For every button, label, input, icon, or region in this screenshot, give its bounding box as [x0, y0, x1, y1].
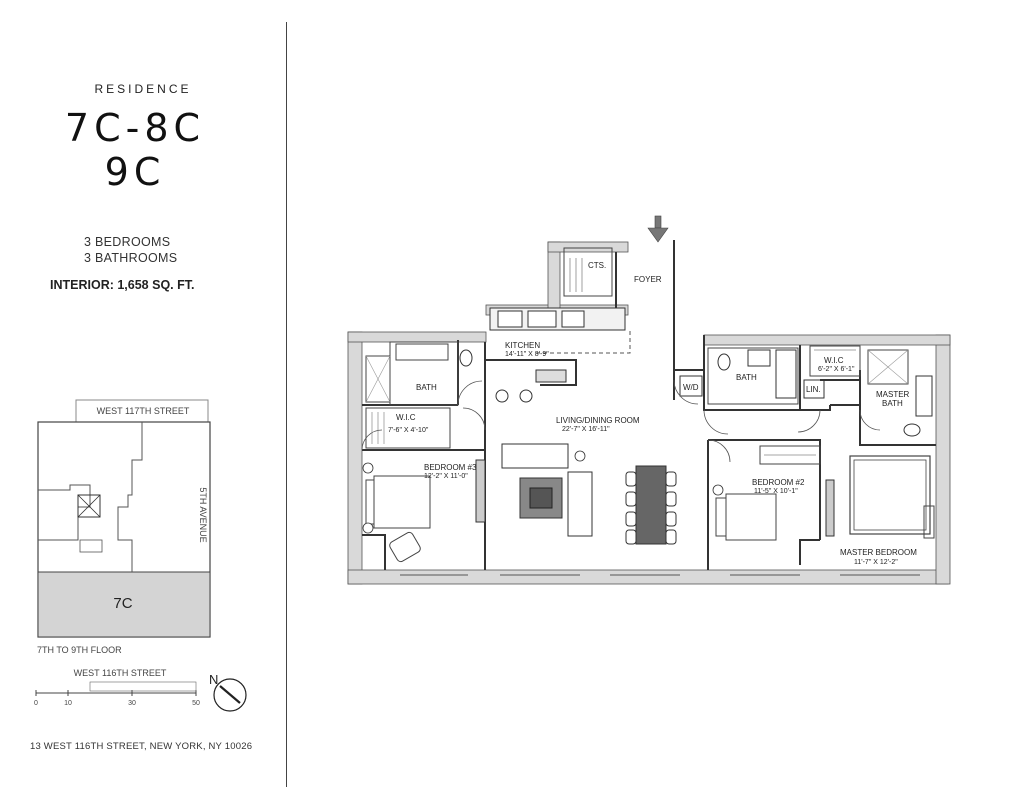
room-label-linen: LIN. [806, 385, 821, 394]
key-plan-core-wall [38, 484, 91, 541]
key-plan-east-avenue: 5TH AVENUE [198, 487, 208, 542]
scale-tick-30: 30 [128, 700, 136, 707]
room-label-master-bath-1: MASTER [876, 390, 910, 399]
bath-1-toilet [459, 349, 473, 367]
bath-1-shower [365, 355, 391, 403]
interior-area: INTERIOR: 1,658 SQ. FT. [50, 278, 195, 292]
key-plan-unit-highlight [37, 571, 211, 638]
room-label-bedroom-3: BEDROOM #3 [424, 463, 477, 472]
bath-2-tub [775, 349, 797, 399]
bedroom-3-bed [373, 475, 431, 529]
master-bath-vanity [915, 375, 933, 417]
bathrooms-count: 3 BATHROOMS [84, 251, 178, 265]
interior-walls [362, 240, 936, 570]
key-plan: WEST 117TH STREET 7C 5TH AVENUE 7TH TO 9… [34, 399, 247, 712]
room-label-master-bedroom: MASTER BEDROOM [840, 548, 917, 557]
bedroom-2-window-closet [825, 479, 835, 537]
master-bath-toilet [903, 423, 921, 437]
scale-tick-50: 50 [192, 700, 200, 707]
living-lamp-icon [574, 450, 586, 462]
residence-label: RESIDENCE [94, 82, 192, 96]
linen-closet [803, 379, 825, 399]
wic-1-area [365, 407, 451, 449]
bedroom-3-closet [475, 459, 486, 523]
closet-hangers [569, 258, 583, 292]
bedroom-3-lamp-2-icon [362, 522, 374, 534]
building-address: 13 WEST 116TH STREET, NEW YORK, NY 10026 [30, 741, 253, 752]
bedroom-3-lamp-icon [362, 462, 374, 474]
key-plan-north-street: WEST 117TH STREET [97, 406, 190, 416]
key-plan-core-wall-2 [117, 422, 143, 572]
room-label-bath-1: BATH [416, 383, 437, 392]
bedrooms-count: 3 BEDROOMS [84, 235, 171, 249]
room-dims-living: 22'-7" X 16'-11" [562, 426, 610, 433]
room-label-master-bath-2: BATH [882, 399, 903, 408]
room-label-washer-dryer: W/D [683, 383, 699, 392]
closets-area [563, 247, 613, 297]
bath-1-vanity [395, 343, 449, 361]
room-dims-master-bedroom: 11'-7" X 12'-2" [854, 559, 898, 566]
bedroom-2-lamp-icon [712, 484, 724, 496]
dining-chairs [625, 471, 677, 545]
floor-plan: CTS. FOYER KITCHEN 14'-11" X 8'-9" BATH … [347, 215, 951, 585]
master-bath-shower [867, 349, 909, 385]
room-dims-bedroom-2: 11'-5" X 10'-1" [754, 488, 798, 495]
unit-title-line1: 7C-8C [64, 106, 206, 150]
living-sofa [501, 443, 593, 537]
compass-icon [213, 678, 247, 712]
room-label-kitchen: KITCHEN [505, 341, 540, 350]
key-plan-elevator [77, 494, 101, 518]
compass-north-label: N [209, 672, 218, 687]
washer-dryer [679, 375, 703, 397]
dining-table [635, 465, 667, 545]
wic-2-area [809, 345, 861, 377]
bedroom-3-chair [389, 531, 421, 563]
room-label-bath-2: BATH [736, 373, 757, 382]
door-swings [361, 379, 881, 463]
kitchen-counters [489, 307, 626, 383]
key-plan-south-street: WEST 116TH STREET [74, 668, 167, 678]
key-plan-floors: 7TH TO 9TH FLOOR [37, 645, 122, 655]
coffee-table [529, 487, 553, 509]
room-label-living: LIVING/DINING ROOM [556, 416, 640, 425]
room-label-wic-2: W.I.C [824, 356, 844, 365]
room-dims-kitchen: 14'-11" X 8'-9" [505, 351, 549, 358]
bath-2-vanity [747, 349, 771, 367]
room-label-wic-1: W.I.C [396, 413, 416, 422]
room-dims-bedroom-3: 12'-2" X 11'-0" [424, 473, 468, 480]
entry-arrow-icon [647, 215, 669, 243]
panel-divider [286, 22, 287, 787]
room-label-foyer: FOYER [634, 275, 662, 284]
scale-tick-10: 10 [64, 700, 72, 707]
master-bed [849, 455, 931, 535]
kitchen-outline [536, 330, 631, 354]
bedroom-2-closet [759, 445, 821, 465]
scale-tick-0: 0 [34, 700, 38, 707]
bar-stools [495, 389, 533, 403]
bedroom-2-bed [725, 493, 777, 541]
bath-2-toilet [717, 353, 731, 371]
room-dims-wic-2: 6'-2" X 6'-1" [818, 366, 855, 373]
compass-needle-icon [219, 685, 241, 704]
wic-1-hangers [371, 412, 385, 444]
master-dresser [923, 505, 935, 539]
room-dims-wic-1: 7'-6" X 4'-10" [388, 427, 429, 434]
bath-2-area [707, 347, 799, 405]
room-label-bedroom-2: BEDROOM #2 [752, 478, 805, 487]
key-plan-unit-tag: 7C [113, 595, 132, 612]
room-label-closets: CTS. [588, 261, 606, 270]
unit-title-line2: 9C [104, 150, 166, 194]
